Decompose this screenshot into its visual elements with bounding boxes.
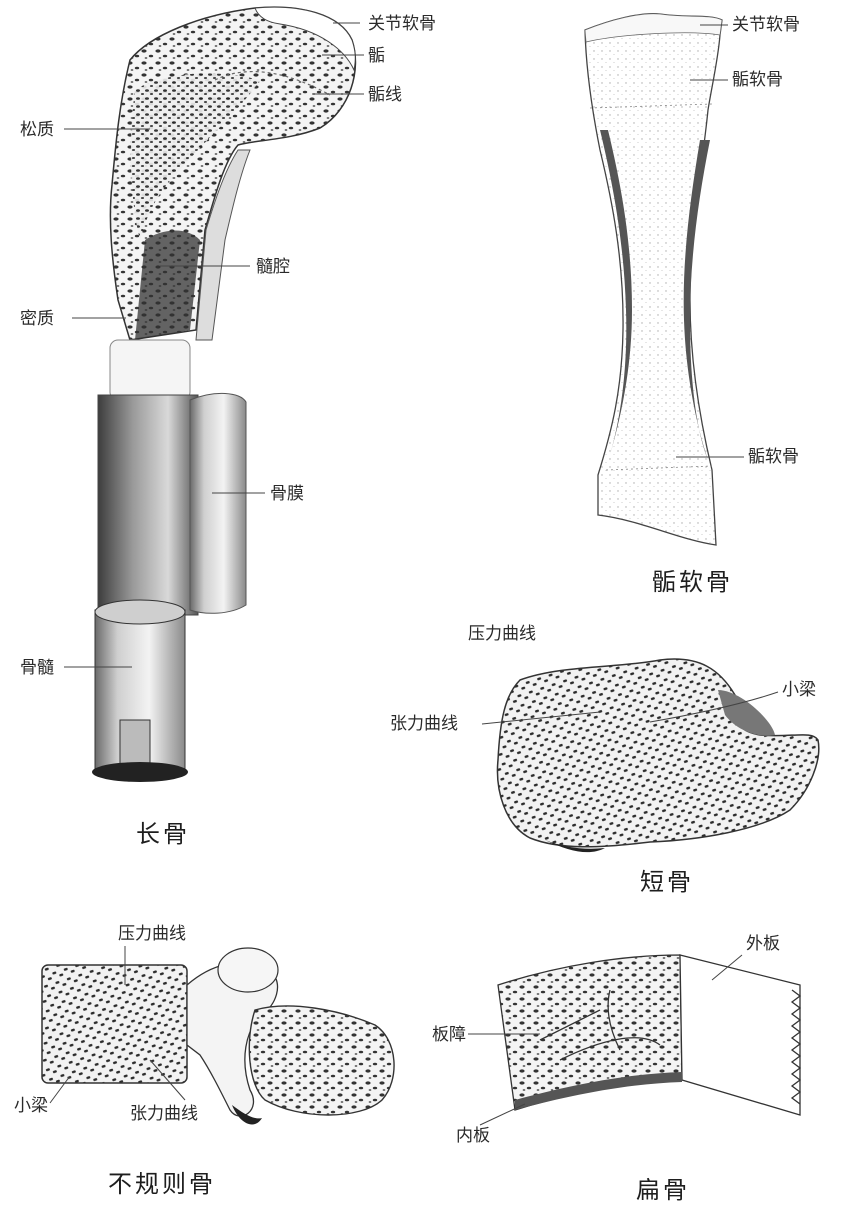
- label-flat-outer-table: 外板: [746, 934, 780, 954]
- vertebral-body: [42, 965, 187, 1083]
- caption-flat-bone: 扁骨: [636, 1176, 690, 1204]
- epiphyseal-cartilage-drawing: [585, 14, 722, 545]
- irregular-bone-drawing: [42, 948, 394, 1124]
- label-long-medullary-cavity: 髓腔: [256, 257, 290, 277]
- label-irregular-tension-curve: 张力曲线: [130, 1104, 198, 1124]
- short-bone-drawing: [497, 659, 818, 852]
- bone-outline: [585, 14, 722, 545]
- label-long-articular-cartilage: 关节软骨: [368, 14, 436, 34]
- caption-short-bone: 短骨: [640, 868, 694, 896]
- bone-bottom-end: [92, 762, 188, 782]
- label-epi-cartilage-bottom: 骺软骨: [748, 447, 799, 467]
- label-irregular-pressure-curve: 压力曲线: [118, 924, 186, 944]
- spinous-process: [249, 1006, 394, 1115]
- label-short-pressure-curve: 压力曲线: [468, 624, 536, 644]
- short-bone-outline: [497, 659, 818, 847]
- long-bone-drawing: [92, 7, 355, 782]
- label-long-epiphysis: 骺: [368, 46, 385, 66]
- label-short-tension-curve: 张力曲线: [390, 714, 458, 734]
- bone-marrow-top: [95, 600, 185, 624]
- medullary-cavity-shape: [135, 231, 200, 340]
- caption-irregular-bone: 不规则骨: [108, 1170, 216, 1198]
- caption-long-bone: 长骨: [136, 820, 190, 848]
- label-flat-inner-table: 内板: [456, 1126, 490, 1146]
- label-long-periosteum: 骨膜: [270, 484, 304, 504]
- label-irregular-trabecula: 小梁: [14, 1096, 48, 1116]
- flat-bone-drawing: [498, 955, 800, 1115]
- label-epi-cartilage-top: 骺软骨: [732, 70, 783, 90]
- label-epi-articular-cartilage: 关节软骨: [732, 15, 800, 35]
- periosteum-peel: [190, 393, 246, 613]
- flat-bone-outer-table: [680, 955, 800, 1115]
- label-long-spongy-bone: 松质: [20, 120, 54, 140]
- label-long-compact-bone: 密质: [20, 309, 54, 329]
- articular-process: [218, 948, 278, 992]
- caption-epiphyseal-cartilage: 骺软骨: [652, 568, 733, 596]
- label-short-trabecula: 小梁: [782, 680, 816, 700]
- label-long-bone-marrow: 骨髓: [20, 658, 54, 678]
- periosteum-band-upper: [110, 340, 190, 400]
- bone-shaft: [98, 395, 198, 615]
- label-flat-diploe: 板障: [432, 1025, 466, 1045]
- label-long-epiphyseal-line: 骺线: [368, 85, 402, 105]
